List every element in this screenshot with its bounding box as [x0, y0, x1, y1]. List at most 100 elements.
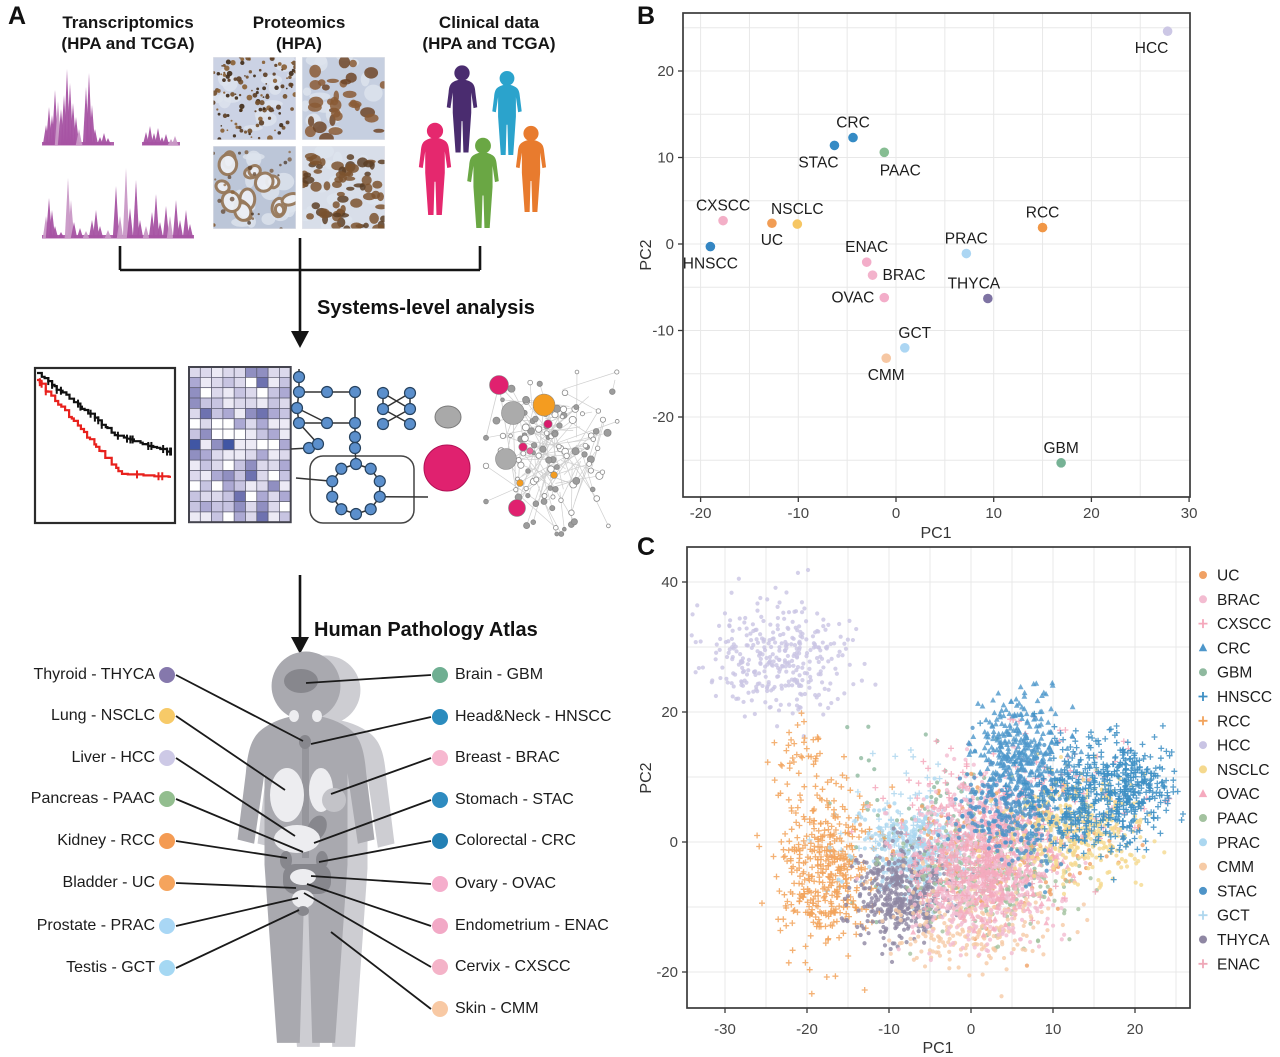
scatter-point: [880, 909, 885, 914]
scatter-point: [991, 871, 998, 877]
stain-dot: [257, 136, 261, 140]
coverage-peak: [57, 232, 65, 238]
scatter-point: [945, 903, 951, 909]
scatter-point: [788, 736, 795, 743]
scatter-point: [1004, 908, 1009, 913]
scatter-point: [808, 889, 815, 896]
stain-blob: [302, 176, 315, 184]
stain-dot: [213, 100, 216, 105]
scatter-point: [968, 875, 975, 882]
scatter-point: [1004, 900, 1010, 905]
scatter-point: [825, 802, 831, 808]
scatter-point: [859, 806, 866, 813]
scatter-point: [896, 921, 901, 927]
heatmap-cell: [222, 397, 235, 409]
scatter-point: [957, 907, 964, 914]
scatter-point: [838, 783, 845, 790]
scatter-point: [880, 879, 885, 884]
scatter-point: [1004, 933, 1009, 938]
stain-blob: [333, 90, 339, 102]
network-node: [589, 486, 596, 493]
scatter-point: [929, 800, 935, 805]
scatter-point: [859, 875, 864, 880]
scatter-point: [791, 740, 798, 747]
scatter-point: [805, 567, 811, 573]
scatter-point: [821, 624, 826, 629]
scatter-point: [1000, 942, 1005, 947]
scatter-point: [690, 612, 695, 617]
cheek-spot: [289, 710, 299, 722]
scatter-point: [784, 781, 791, 788]
scatter-point: [934, 950, 939, 955]
y-tick-label: -20: [652, 409, 674, 426]
pathway-node: [326, 475, 339, 488]
scatter-point-crc: [848, 132, 858, 143]
scatter-point: [897, 791, 904, 798]
scatter-point: [992, 916, 998, 922]
scatter-point-cmm: [881, 353, 892, 363]
scatter-point: [842, 641, 847, 646]
scatter-point: [887, 910, 892, 915]
scatter-point: [869, 750, 876, 757]
network-node: [523, 522, 531, 529]
organ-leader-line: [310, 875, 432, 885]
scatter-point: [763, 700, 768, 705]
scatter-point: [944, 753, 950, 758]
scatter-point: [909, 918, 914, 923]
ovac-dot-icon: [432, 876, 448, 892]
coverage-peak: [182, 210, 190, 238]
heatmap-cell: [279, 408, 292, 420]
scatter-point: [920, 758, 927, 765]
network-node: [563, 452, 570, 460]
scatter-point: [832, 973, 839, 980]
scatter-point: [962, 862, 969, 869]
scatter-point: [867, 885, 872, 891]
scatter-point: [736, 662, 742, 667]
heatmap-cell: [222, 366, 235, 378]
scatter-point: [836, 934, 843, 941]
x-tick-label: 0: [967, 1021, 975, 1038]
scatter-point: [843, 646, 849, 651]
scatter-point: [931, 819, 938, 826]
scatter-point: [999, 848, 1004, 853]
heatmap-cell: [211, 480, 224, 492]
scatter-point: [754, 637, 759, 642]
scatter-point: [887, 831, 892, 836]
coverage-peak: [186, 224, 194, 238]
scatter-point: [813, 902, 820, 909]
scatter-point: [804, 637, 809, 642]
scatter-point: [790, 619, 795, 624]
tissue-patch: [314, 146, 335, 159]
scatter-point: [1019, 917, 1025, 922]
tissue-patch: [302, 100, 310, 112]
scatter-point: [893, 882, 898, 888]
stain-dot: [255, 91, 259, 95]
coverage-peak: [112, 186, 120, 238]
scatter-point: [794, 804, 801, 811]
scatter-point: [910, 753, 917, 760]
scatter-point: [911, 915, 916, 920]
stain-blob: [340, 79, 352, 85]
stain-blob: [364, 67, 379, 79]
scatter-point: [845, 724, 850, 730]
scatter-point: [847, 885, 852, 890]
scatter-point: [960, 836, 967, 843]
scatter-point: [1120, 738, 1127, 745]
heatmap-cell: [222, 511, 235, 523]
network-node: [508, 433, 513, 439]
scatter-point: [965, 889, 970, 894]
km-curve: [37, 378, 171, 478]
scatter-point: [932, 845, 939, 851]
scatter-point: [825, 644, 830, 649]
scatter-point: [829, 656, 834, 661]
scatter-point: [922, 852, 927, 857]
scatter-point: [922, 964, 928, 969]
stain-dot: [256, 87, 260, 91]
scatter-point: [758, 632, 763, 637]
network-hub-node: [532, 393, 556, 417]
scatter-point: [1070, 872, 1077, 878]
scatter-point: [779, 641, 784, 646]
scatter-point: [787, 857, 794, 864]
stain-dot: [234, 122, 238, 126]
scatter-point: [936, 808, 941, 813]
